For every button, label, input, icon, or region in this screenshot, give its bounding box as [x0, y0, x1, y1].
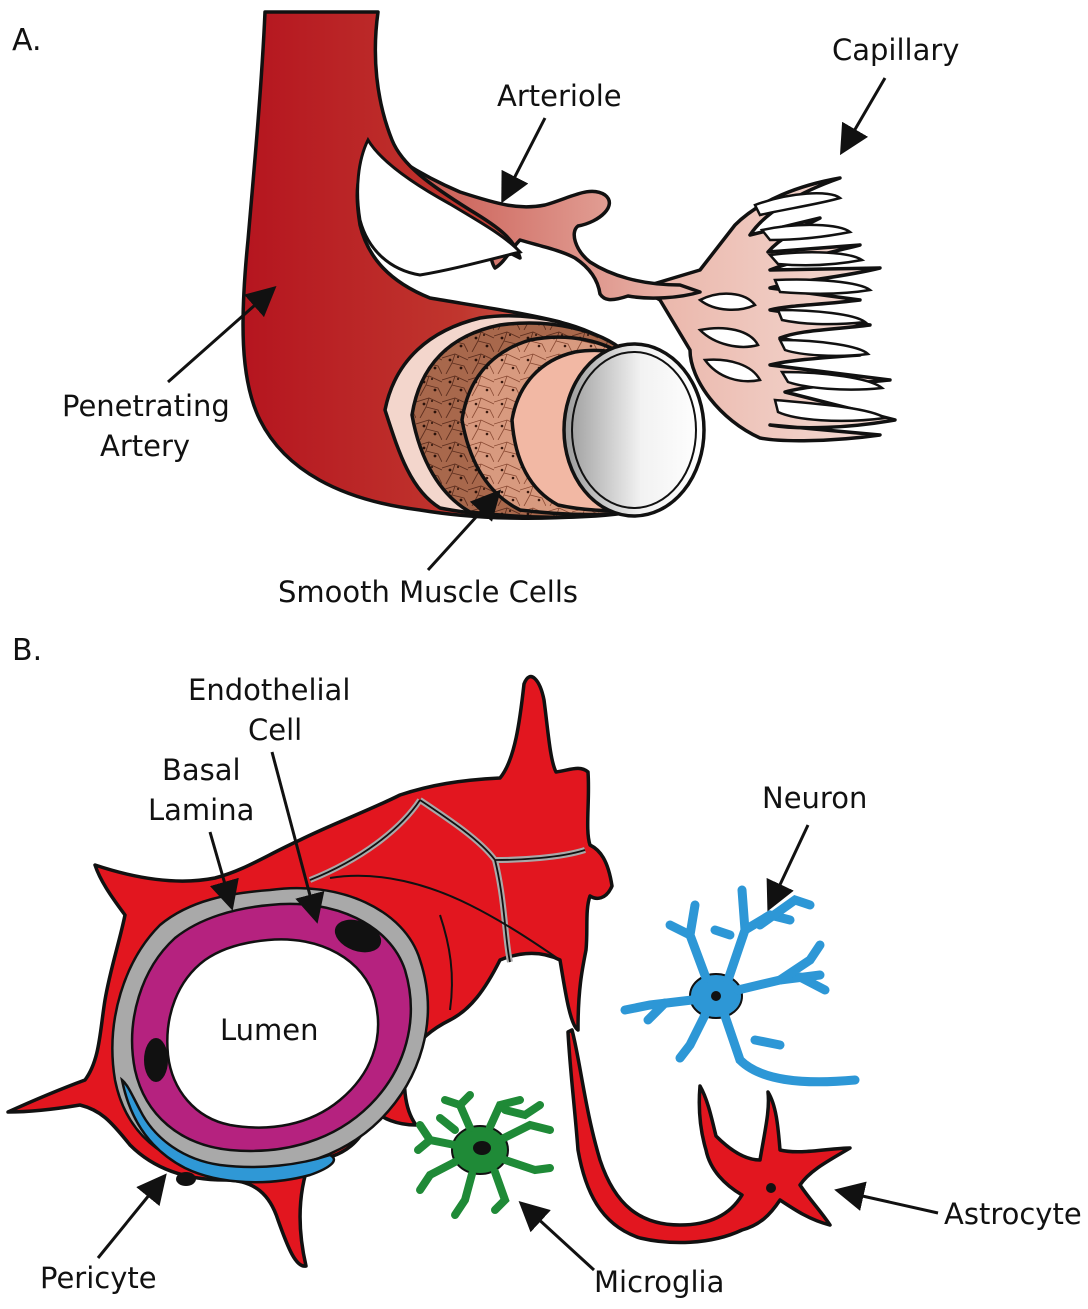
pericyte-label: Pericyte [40, 1261, 157, 1295]
artery-cross-section [385, 316, 704, 517]
arteriole-label: Arteriole [497, 79, 622, 113]
microglia-cell [418, 1095, 550, 1215]
penetrating-artery-label-line2: Artery [100, 429, 190, 463]
microglia-label: Microglia [594, 1265, 724, 1299]
capillary-arrow [843, 78, 885, 150]
astrocyte-label: Astrocyte [944, 1197, 1082, 1231]
astrocyte-arrow [840, 1191, 938, 1213]
lumen-label: Lumen [220, 1013, 319, 1047]
basal-lamina-label-line2: Lamina [148, 793, 254, 827]
neuron-arrow [770, 825, 808, 906]
neuron-label: Neuron [762, 781, 867, 815]
arteriole-arrow [504, 118, 545, 198]
endothelial-cell-label-line1: Endothelial [188, 673, 350, 707]
artery-lumen [564, 344, 704, 516]
capillary-label: Capillary [832, 33, 959, 67]
basal-lamina-label-line1: Basal [162, 753, 241, 787]
panel-a-letter: A. [12, 23, 42, 58]
smooth-muscle-label: Smooth Muscle Cells [278, 575, 578, 609]
neuron-cell [625, 890, 855, 1082]
astrocyte-cell [568, 1030, 850, 1243]
penetrating-artery-label-line1: Penetrating [62, 389, 230, 423]
panel-b-letter: B. [12, 633, 42, 668]
pericyte-arrow [98, 1178, 163, 1258]
endothelial-cell-label-line2: Cell [248, 713, 302, 747]
microglia-arrow [523, 1205, 594, 1270]
